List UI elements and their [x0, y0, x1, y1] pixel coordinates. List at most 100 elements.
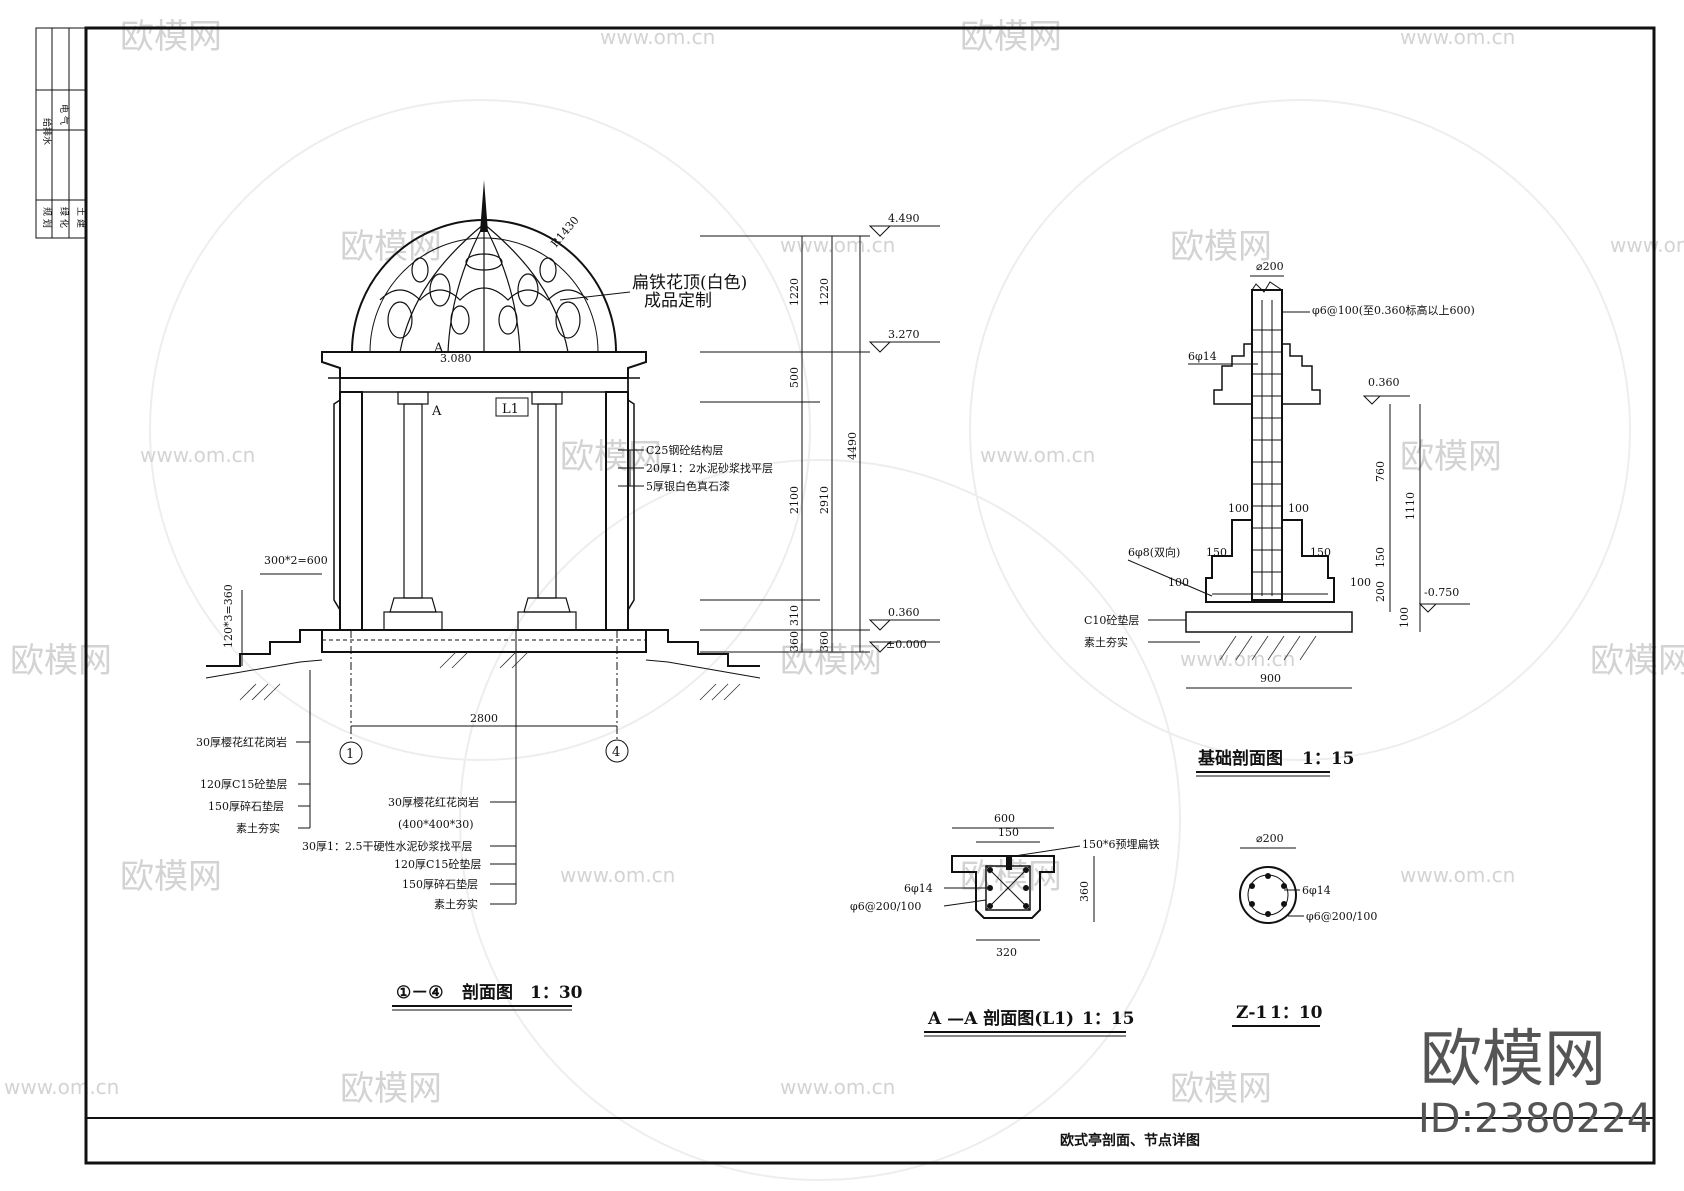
- side-label: 电 气: [58, 104, 70, 125]
- elevation: 4.490: [888, 212, 920, 225]
- floor-layer: 30厚樱花红花岗岩: [388, 795, 479, 809]
- radius-label: R1430: [548, 214, 581, 250]
- dim-v: 1220: [788, 278, 801, 306]
- foundation-elev-0750: -0.750: [1424, 586, 1459, 599]
- soil-hatch: [1219, 635, 1317, 661]
- mark-a-mid: A: [431, 404, 442, 419]
- z1-scale: 1：10: [1270, 1003, 1323, 1023]
- foundation-layer: C10砼垫层: [1084, 613, 1139, 627]
- main-section-drawing: 1 4 2800 扁铁花顶(白色) 成品定制 R1430 A 3.080 A L…: [196, 180, 940, 1011]
- cornice: [321, 351, 647, 379]
- axis-1-bubble: [339, 741, 363, 765]
- axis-4-label: 4: [612, 745, 620, 760]
- beam-layer: C25钢砼结构层: [646, 443, 723, 457]
- foundation-layer: 素土夯实: [1084, 635, 1128, 649]
- main-caption: 剖面图: [462, 982, 513, 1003]
- sheet-frame: 给排水 电 气 规 划 绿 化 土 建 欧式亭剖面、节点详图: [35, 26, 1656, 1165]
- aa-flat-iron-note: 150*6预埋扁铁: [1082, 838, 1160, 851]
- aa-dim: 320: [996, 946, 1017, 959]
- foundation-drawing: ⌀200 φ6@100(至0.360标高以上600) 6φ14 6φ8(双向) …: [1084, 260, 1475, 777]
- left-column-section: [339, 391, 363, 631]
- base-molding-right: [1281, 343, 1321, 405]
- floor-slab: [321, 629, 647, 653]
- span-dim: 2800: [470, 712, 498, 725]
- main-caption-axes: ①－④: [396, 983, 443, 1003]
- right-steps: [646, 629, 760, 667]
- watermark-brand: 欧模网: [340, 1069, 442, 1109]
- dim-v: 1220: [818, 278, 831, 306]
- watermark-corner: 欧模网 ID:2380224: [1418, 1022, 1652, 1142]
- floor-layer: 30厚1：2.5干硬性水泥砂浆找平层: [302, 839, 473, 853]
- foundation-caption: 基础剖面图: [1197, 748, 1283, 769]
- foundation-dims: 100 100 150 150 100 100 760 1110 150 200…: [1168, 404, 1421, 689]
- axis-1-label: 1: [346, 747, 354, 762]
- left-layer: 120厚C15砼垫层: [200, 777, 287, 791]
- dim: 100: [1168, 576, 1189, 589]
- floor-layer: 150厚碎石垫层: [402, 877, 478, 891]
- right-column-section: [605, 391, 629, 631]
- beam-layer: 5厚银白色真石漆: [646, 479, 730, 493]
- aa-stirrup: φ6@200/100: [850, 900, 921, 913]
- elev-3080: 3.080: [440, 352, 472, 365]
- dome-label-line2: 成品定制: [644, 291, 712, 311]
- foundation-rebar-note: φ6@100(至0.360标高以上600): [1312, 303, 1475, 317]
- dim-v: 360: [818, 631, 831, 652]
- dim: 760: [1374, 461, 1387, 482]
- mark-l1: L1: [502, 402, 519, 417]
- watermark-brand: 欧模网: [1170, 227, 1272, 267]
- foundation-rebar-main: 6φ14: [1188, 350, 1217, 363]
- elevation: ±0.000: [886, 638, 927, 651]
- beam-layer: 20厚1：2水泥砂浆找平层: [646, 461, 773, 475]
- z1-stirrup: φ6@200/100: [1306, 910, 1377, 923]
- beam-l1: [339, 377, 629, 393]
- watermark-url: www.om.cn: [780, 233, 895, 257]
- aa-dim: 360: [1078, 881, 1091, 902]
- watermark-url: www.om.cn: [780, 1075, 895, 1099]
- dim: 200: [1374, 581, 1387, 602]
- watermark-brand: 欧模网: [1590, 641, 1684, 681]
- aa-dim: 150: [998, 826, 1019, 839]
- dim: 900: [1260, 672, 1281, 685]
- ground-hatch: [239, 651, 741, 701]
- left-layer: 150厚碎石垫层: [208, 799, 284, 813]
- base-molding-left: [1213, 343, 1253, 405]
- watermark-url: www.om.cn: [980, 443, 1095, 467]
- step-vertical-dim: 120*3=360: [222, 584, 235, 648]
- dim-v: 2910: [818, 486, 831, 514]
- left-steps: [206, 629, 322, 667]
- foundation-elev-0360: 0.360: [1368, 376, 1400, 389]
- footing: [1205, 519, 1335, 603]
- step-horizontal-dim: 300*2=600: [264, 554, 328, 567]
- aa-rebar-main: 6φ14: [904, 882, 933, 895]
- elevation: 0.360: [888, 606, 920, 619]
- aa-dim: 600: [994, 812, 1015, 825]
- side-label: 绿 化: [58, 207, 70, 228]
- side-label: 土 建: [75, 207, 87, 228]
- floor-layer: (400*400*30): [398, 818, 474, 831]
- dim-v: 4490: [846, 432, 859, 460]
- dim: 100: [1398, 607, 1411, 628]
- floor-layer-notes: 30厚樱花红花岗岩 (400*400*30) 30厚1：2.5干硬性水泥砂浆找平…: [302, 630, 517, 911]
- z1-section-drawing: ⌀200 6φ14 φ6@200/100 Z-1 1：10: [1232, 832, 1377, 1027]
- mark-a-top: A: [433, 341, 444, 356]
- vertical-dims: 1220 1220 500 2100 2910 4490 310 360 360: [700, 235, 870, 653]
- side-label: 给排水: [41, 118, 53, 145]
- dim: 100: [1228, 502, 1249, 515]
- floor-layer: 素土夯实: [434, 897, 478, 911]
- watermark-url: www.om.cn: [4, 1075, 119, 1099]
- axis-4-bubble: [605, 739, 629, 763]
- watermark-brand: 欧模网: [120, 17, 222, 57]
- dim-v: 360: [788, 631, 801, 652]
- watermark-url: www.om.cn: [1400, 863, 1515, 887]
- watermark-url: www.om.cn: [1180, 647, 1295, 671]
- left-layer-notes: 30厚樱花红花岗岩 120厚C15砼垫层 150厚碎石垫层 素土夯实: [196, 670, 311, 835]
- watermark-brand: 欧模网: [120, 857, 222, 897]
- main-caption-scale: 1：30: [530, 983, 583, 1003]
- column-shaft: [1251, 289, 1283, 601]
- dome-label-line1: 扁铁花顶(白色): [632, 273, 747, 293]
- dim-v: 310: [788, 605, 801, 626]
- aa-caption: A —A 剖面图(L1): [927, 1008, 1074, 1029]
- dim: 150: [1206, 546, 1227, 559]
- c10-bedding: [1185, 611, 1353, 633]
